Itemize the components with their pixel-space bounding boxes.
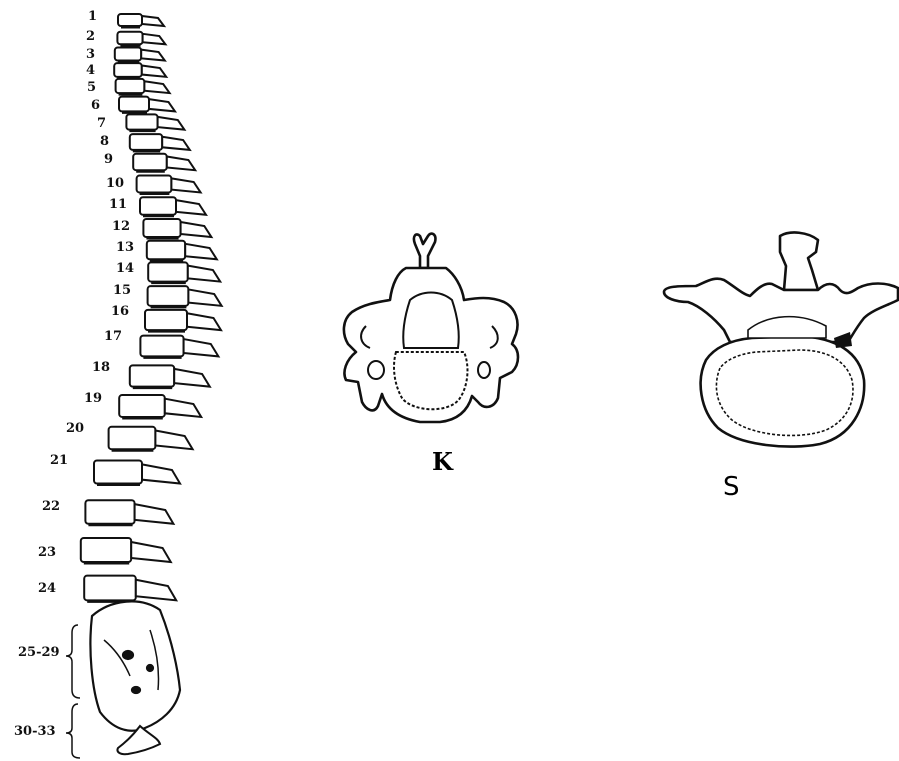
lumbar-vertebra-label: S bbox=[723, 474, 740, 500]
